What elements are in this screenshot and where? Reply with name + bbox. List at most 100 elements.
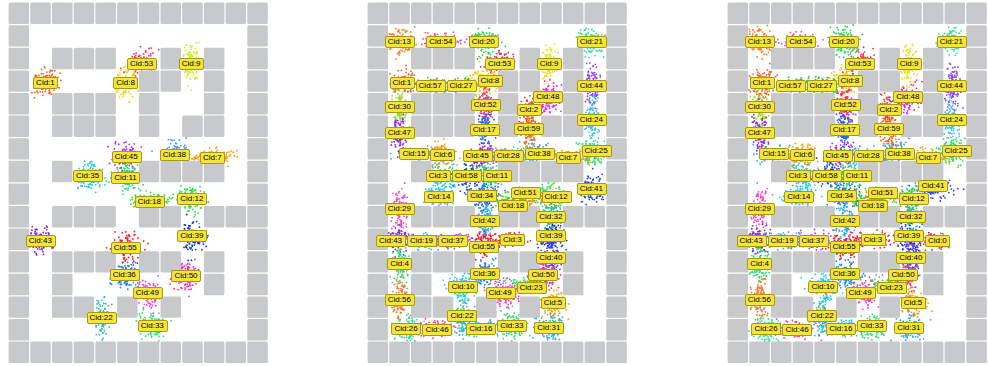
wall-cell bbox=[880, 3, 901, 24]
activity-dot bbox=[59, 72, 61, 74]
wall-cell bbox=[161, 161, 182, 182]
activity-dot bbox=[99, 184, 101, 186]
activity-dot bbox=[148, 48, 150, 50]
activity-dot bbox=[121, 232, 123, 234]
wall-cell bbox=[139, 206, 160, 227]
activity-dot bbox=[148, 55, 150, 57]
activity-dot bbox=[114, 143, 116, 145]
activity-dot bbox=[54, 70, 56, 72]
activity-dot bbox=[225, 157, 227, 159]
activity-dot bbox=[195, 249, 197, 251]
activity-dot bbox=[184, 287, 186, 289]
activity-dot bbox=[43, 254, 45, 256]
wall-cell bbox=[606, 342, 627, 363]
activity-dot bbox=[88, 187, 90, 189]
activity-dot bbox=[140, 146, 142, 148]
activity-dot bbox=[168, 146, 170, 148]
activity-dot bbox=[167, 198, 169, 200]
wall-cell bbox=[95, 48, 116, 69]
activity-dot bbox=[53, 89, 55, 91]
activity-dot bbox=[193, 244, 195, 246]
activity-dot bbox=[184, 206, 186, 208]
wall-cell bbox=[966, 70, 987, 91]
wall-cell bbox=[74, 342, 95, 363]
activity-dot bbox=[194, 48, 196, 50]
wall-cell bbox=[966, 342, 987, 363]
activity-dot bbox=[230, 150, 232, 152]
activity-dot bbox=[36, 228, 38, 230]
activity-dot bbox=[133, 53, 135, 55]
activity-dot bbox=[132, 262, 134, 264]
activity-dot bbox=[203, 243, 205, 245]
wall-cell bbox=[793, 3, 814, 24]
activity-dot bbox=[40, 73, 42, 75]
activity-dot bbox=[188, 71, 190, 73]
activity-dot bbox=[227, 165, 229, 167]
wall-cell bbox=[52, 251, 73, 272]
wall-cell bbox=[585, 3, 606, 24]
wall-cell bbox=[606, 3, 627, 24]
activity-dot bbox=[194, 214, 196, 216]
wall-cell bbox=[520, 3, 541, 24]
activity-dot bbox=[228, 151, 230, 153]
activity-dot bbox=[37, 248, 39, 250]
activity-dot bbox=[119, 74, 121, 76]
activity-dot bbox=[146, 190, 148, 192]
wall-cell bbox=[247, 3, 267, 24]
activity-dot bbox=[34, 251, 36, 253]
wall-cell bbox=[226, 206, 247, 227]
wall-cell bbox=[9, 296, 30, 317]
activity-dot bbox=[41, 249, 43, 251]
wall-cell bbox=[9, 3, 30, 24]
wall-cell bbox=[728, 138, 749, 159]
activity-dot bbox=[173, 139, 175, 141]
activity-dot bbox=[87, 165, 89, 167]
activity-dot bbox=[196, 205, 198, 207]
wall-cell bbox=[368, 342, 389, 363]
wall-cell bbox=[204, 48, 225, 69]
activity-dot bbox=[114, 231, 116, 233]
activity-dot bbox=[236, 150, 238, 152]
activity-dot bbox=[225, 154, 227, 156]
activity-dot bbox=[127, 262, 129, 264]
activity-dot bbox=[105, 180, 107, 182]
activity-dot bbox=[122, 96, 124, 98]
wall-cell bbox=[606, 93, 627, 114]
wall-cell bbox=[247, 342, 267, 363]
wall-cell bbox=[836, 3, 857, 24]
activity-dot bbox=[186, 77, 188, 79]
wall-cell bbox=[139, 116, 160, 137]
activity-dot bbox=[117, 282, 119, 284]
wall-cell bbox=[368, 161, 389, 182]
activity-dot bbox=[114, 164, 116, 166]
wall-cell bbox=[923, 48, 944, 69]
activity-dot bbox=[135, 54, 137, 56]
activity-dot bbox=[118, 143, 120, 145]
wall-cell bbox=[476, 296, 497, 317]
activity-dot bbox=[31, 92, 33, 94]
wall-cell bbox=[606, 229, 627, 250]
wall-cell bbox=[563, 342, 584, 363]
activity-dot bbox=[94, 166, 96, 168]
activity-dot bbox=[199, 186, 201, 188]
activity-dot bbox=[216, 149, 218, 151]
activity-dot bbox=[170, 198, 172, 200]
wall-cell bbox=[923, 342, 944, 363]
wall-cell bbox=[433, 206, 454, 227]
activity-dot bbox=[178, 139, 180, 141]
activity-dot bbox=[51, 247, 53, 249]
wall-cell bbox=[749, 342, 770, 363]
activity-dot bbox=[152, 52, 154, 54]
wall-cell bbox=[368, 319, 389, 340]
activity-dot bbox=[125, 165, 127, 167]
wall-cell bbox=[966, 319, 987, 340]
activity-dot bbox=[120, 284, 122, 286]
activity-dot bbox=[168, 139, 170, 141]
activity-dot bbox=[127, 237, 129, 239]
wall-cell bbox=[95, 3, 116, 24]
activity-dot bbox=[135, 284, 137, 286]
wall-cell bbox=[880, 161, 901, 182]
activity-dot bbox=[119, 72, 121, 74]
activity-dot bbox=[188, 205, 190, 207]
activity-dot bbox=[195, 53, 197, 55]
